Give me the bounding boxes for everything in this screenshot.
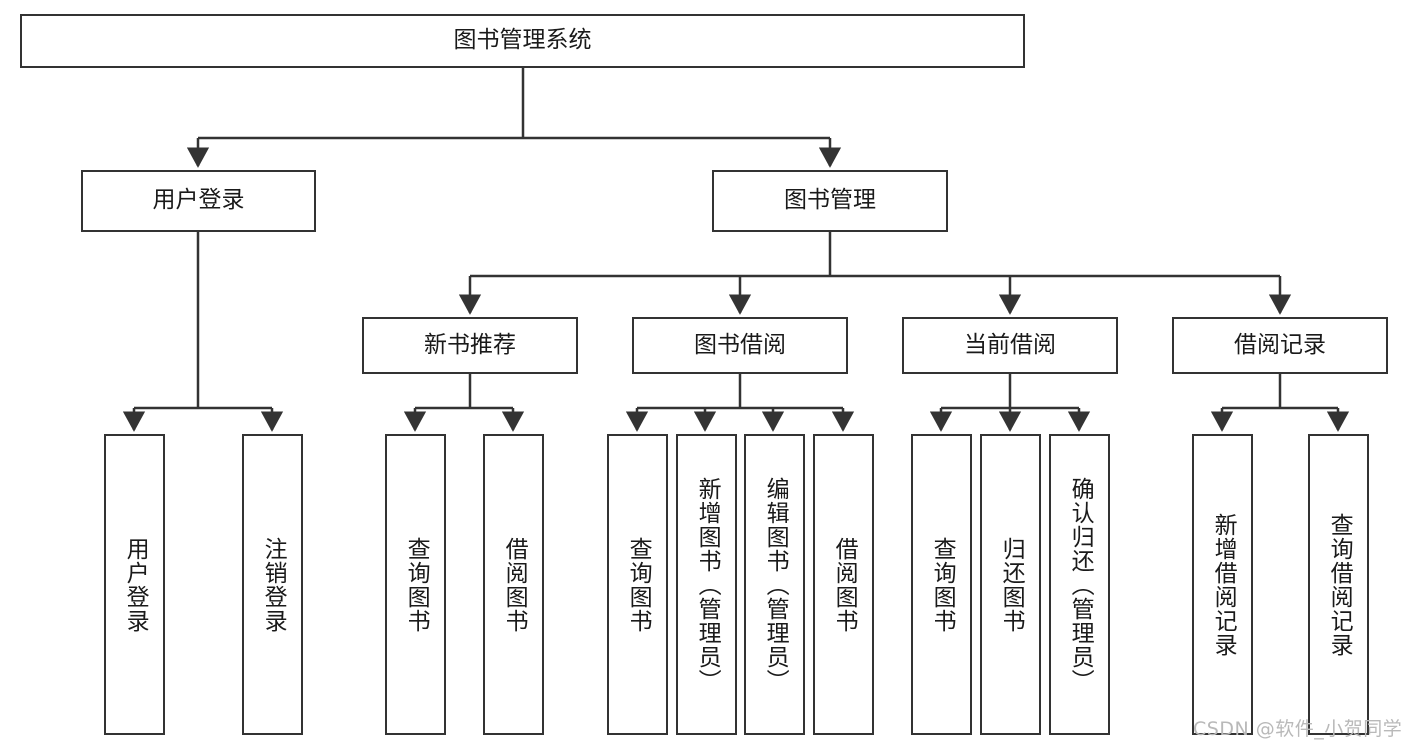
leaf-logout[interactable]: 注销登录: [242, 434, 303, 735]
node-book-manage-label: 图书管理: [784, 187, 876, 214]
leaf-add-book-label: 新增图书（管理员）: [694, 476, 721, 693]
leaf-return-book-label: 归还图书: [998, 536, 1025, 633]
leaf-user-login[interactable]: 用户登录: [104, 434, 165, 735]
leaf-query-book-3-label: 查询图书: [929, 536, 956, 633]
leaf-add-record[interactable]: 新增借阅记录: [1192, 434, 1253, 735]
node-user-login-label: 用户登录: [152, 187, 245, 214]
leaf-query-book-1[interactable]: 查询图书: [385, 434, 446, 735]
leaf-borrow-book-2[interactable]: 借阅图书: [813, 434, 874, 735]
node-user-login[interactable]: 用户登录: [81, 170, 316, 232]
node-root[interactable]: 图书管理系统: [20, 14, 1025, 68]
node-new-book-recommend-label: 新书推荐: [424, 331, 516, 358]
leaf-edit-book-label: 编辑图书（管理员）: [762, 476, 789, 693]
leaf-logout-label: 注销登录: [260, 536, 287, 633]
leaf-confirm-return[interactable]: 确认归还（管理员）: [1049, 434, 1110, 735]
node-book-borrow[interactable]: 图书借阅: [632, 317, 848, 374]
leaf-borrow-book-1-label: 借阅图书: [501, 536, 528, 633]
node-current-borrow-label: 当前借阅: [964, 331, 1056, 358]
leaf-query-book-2-label: 查询图书: [625, 536, 652, 633]
leaf-query-record-label: 查询借阅记录: [1326, 512, 1353, 657]
node-borrow-record[interactable]: 借阅记录: [1172, 317, 1388, 374]
leaf-add-record-label: 新增借阅记录: [1210, 512, 1237, 657]
leaf-add-book[interactable]: 新增图书（管理员）: [676, 434, 737, 735]
watermark: CSDN @软件_小贺同学: [1193, 718, 1403, 740]
node-current-borrow[interactable]: 当前借阅: [902, 317, 1118, 374]
node-new-book-recommend[interactable]: 新书推荐: [362, 317, 578, 374]
leaf-edit-book[interactable]: 编辑图书（管理员）: [744, 434, 805, 735]
leaf-borrow-book-2-label: 借阅图书: [831, 536, 858, 633]
leaf-query-book-1-label: 查询图书: [403, 536, 430, 633]
leaf-return-book[interactable]: 归还图书: [980, 434, 1041, 735]
leaf-borrow-book-1[interactable]: 借阅图书: [483, 434, 544, 735]
leaf-query-record[interactable]: 查询借阅记录: [1308, 434, 1369, 735]
node-book-borrow-label: 图书借阅: [694, 331, 786, 358]
node-root-label: 图书管理系统: [453, 27, 592, 54]
leaf-query-book-3[interactable]: 查询图书: [911, 434, 972, 735]
leaf-confirm-return-label: 确认归还（管理员）: [1067, 476, 1094, 693]
leaf-user-login-label: 用户登录: [122, 536, 149, 633]
node-book-manage[interactable]: 图书管理: [712, 170, 948, 232]
leaf-query-book-2[interactable]: 查询图书: [607, 434, 668, 735]
node-borrow-record-label: 借阅记录: [1234, 331, 1326, 358]
